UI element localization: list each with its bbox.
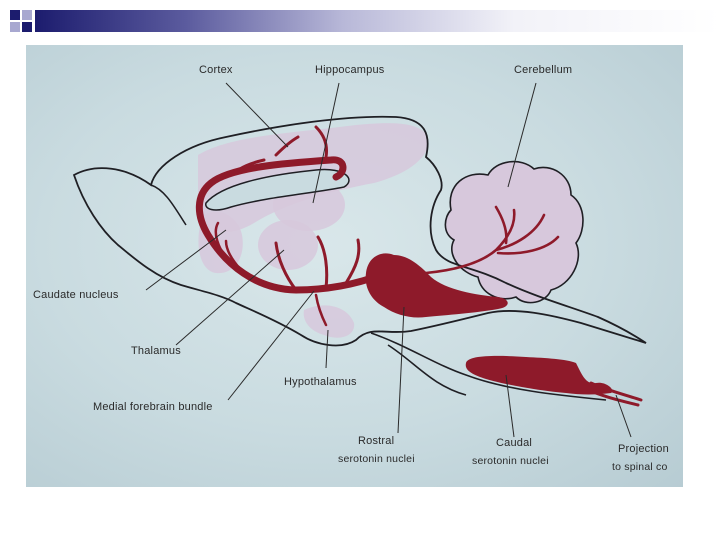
- label-caudal-line1: Caudal: [496, 437, 532, 449]
- slide-header-bar: [35, 10, 720, 32]
- label-rostral-line1: Rostral: [358, 435, 394, 447]
- label-medial-forebrain-bundle: Medial forebrain bundle: [93, 401, 213, 413]
- cortex-outline: [151, 185, 186, 225]
- label-projection-line1: Projection: [618, 443, 669, 455]
- label-caudal-line2: serotonin nuclei: [472, 455, 549, 467]
- label-hypothalamus: Hypothalamus: [284, 376, 357, 388]
- label-hippocampus: Hippocampus: [315, 64, 384, 76]
- header-square-lavender-1: [22, 10, 32, 20]
- label-projection-line2: to spinal co: [612, 461, 668, 473]
- serotonin-pathway-diagram: [26, 45, 683, 487]
- cerebellum-shape: [445, 162, 583, 303]
- header-square-lavender-2: [10, 22, 20, 32]
- hypothalamus-region: [304, 305, 354, 337]
- label-caudate-nucleus: Caudate nucleus: [33, 289, 119, 301]
- label-rostral-line2: serotonin nuclei: [338, 453, 415, 465]
- brain-diagram-photo: Cortex Hippocampus Cerebellum Caudate nu…: [26, 45, 683, 487]
- thalamus-region: [258, 220, 318, 270]
- caudal-serotonin-nuclei-shape: [466, 356, 613, 395]
- leader-rostral: [398, 307, 404, 433]
- label-thalamus: Thalamus: [131, 345, 181, 357]
- header-square-navy-2: [22, 22, 32, 32]
- header-square-navy-1: [10, 10, 20, 20]
- label-cortex: Cortex: [199, 64, 233, 76]
- label-cerebellum: Cerebellum: [514, 64, 572, 76]
